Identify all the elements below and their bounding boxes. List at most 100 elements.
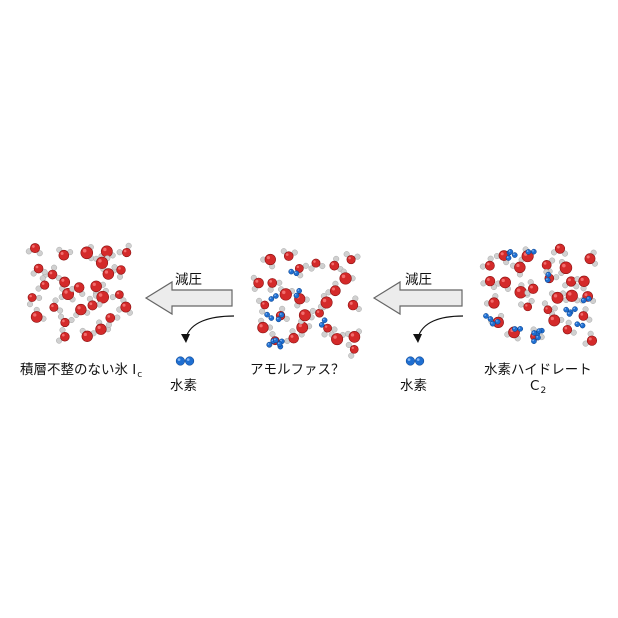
hydrogen-molecule-icon-left xyxy=(175,356,195,366)
hydrogen-molecule xyxy=(293,288,302,299)
water-molecule xyxy=(484,293,500,309)
water-molecule xyxy=(550,243,568,257)
water-molecule xyxy=(105,313,121,328)
water-molecule xyxy=(280,248,298,261)
water-molecule xyxy=(317,293,333,310)
water-molecule xyxy=(98,245,116,260)
water-molecule xyxy=(574,275,590,292)
water-molecule xyxy=(56,327,70,344)
water-molecule xyxy=(55,275,71,292)
hydrate-label-line2: C2 xyxy=(530,378,546,396)
water-molecule xyxy=(298,309,315,325)
pressure-label-right: 減圧 xyxy=(405,272,432,288)
water-molecule xyxy=(80,244,95,262)
water-molecule xyxy=(95,319,111,335)
hydrogen-molecule xyxy=(275,312,285,323)
amorphous-structure xyxy=(250,248,362,359)
water-molecule xyxy=(57,313,75,328)
hydrogen-molecule xyxy=(507,249,518,258)
hydrogen-molecule xyxy=(563,306,573,317)
water-molecule xyxy=(345,341,359,359)
water-molecule xyxy=(267,278,283,293)
decompression-arrow-left xyxy=(144,280,233,316)
hydrogen-molecule xyxy=(525,248,537,255)
hydrogen-molecule xyxy=(175,356,195,366)
hydrogen-release-arrow-left xyxy=(181,315,235,343)
water-molecule xyxy=(284,328,299,344)
water-molecule xyxy=(541,300,558,315)
water-molecule xyxy=(79,327,97,342)
water-molecule xyxy=(495,276,511,292)
water-molecule xyxy=(328,331,346,346)
hydrogen-molecule xyxy=(531,334,541,345)
hydrogen-molecule xyxy=(574,321,586,329)
water-molecule xyxy=(347,295,362,313)
water-molecule xyxy=(111,264,126,280)
hydrogen-molecule xyxy=(531,328,543,336)
water-molecule xyxy=(343,251,361,265)
water-molecule xyxy=(524,279,539,296)
amorphous-label: アモルファス？ xyxy=(250,362,345,378)
hydrogen-release-arrow-right xyxy=(413,315,464,343)
water-molecule xyxy=(582,330,598,347)
water-molecule xyxy=(25,243,43,257)
water-molecule xyxy=(321,323,338,338)
water-molecule xyxy=(480,275,497,291)
water-molecule xyxy=(30,263,48,277)
hydrogen-molecule xyxy=(405,356,425,366)
water-molecule xyxy=(563,289,581,304)
ice-label: 積層不整のない氷 Ic xyxy=(20,358,142,380)
hydrogen-molecule xyxy=(489,318,501,327)
water-molecule xyxy=(256,297,270,315)
hydrogen-molecule xyxy=(318,317,328,328)
hydrogen-label-left: 水素 xyxy=(170,378,197,394)
water-molecule xyxy=(558,258,573,277)
water-molecule xyxy=(93,255,111,269)
hydrogen-molecule xyxy=(268,293,279,302)
water-molecule xyxy=(510,261,526,278)
hydrogen-molecule xyxy=(544,271,552,283)
water-molecule xyxy=(73,303,91,318)
hydrogen-molecule xyxy=(272,337,283,347)
water-molecule xyxy=(58,287,76,303)
water-molecule xyxy=(116,301,133,316)
pressure-label-left: 減圧 xyxy=(175,272,202,288)
hydrate-label-line1: 水素ハイドレート xyxy=(484,362,592,378)
water-molecule xyxy=(345,328,362,343)
water-molecule xyxy=(86,295,103,311)
water-molecule xyxy=(257,317,273,334)
water-molecule xyxy=(562,319,577,336)
water-molecule xyxy=(49,297,64,314)
ice-ic-structure xyxy=(25,242,133,344)
ice-label-main: 積層不整のない氷 I xyxy=(20,362,137,378)
hydrate-label-c: C xyxy=(530,378,540,394)
water-molecule xyxy=(308,258,326,272)
hydrogen-molecule xyxy=(264,311,275,321)
water-molecule xyxy=(100,266,118,280)
water-molecule xyxy=(493,250,510,266)
hydrogen-label-right: 水素 xyxy=(400,378,427,394)
water-molecule xyxy=(294,262,309,279)
water-molecule xyxy=(584,249,598,267)
water-molecule xyxy=(116,242,132,258)
water-molecule xyxy=(109,290,127,304)
water-molecule xyxy=(578,306,593,323)
decompression-arrow-right xyxy=(372,280,463,316)
water-molecule xyxy=(479,255,495,271)
water-molecule xyxy=(30,306,47,323)
water-molecule xyxy=(35,275,50,292)
hydrogen-molecule xyxy=(580,296,592,304)
hydrogen-hydrate-c2-structure xyxy=(479,243,598,347)
water-molecule xyxy=(325,280,341,297)
hydrogen-molecule xyxy=(288,268,300,277)
hydrogen-molecule-icon-right xyxy=(405,356,425,366)
water-molecule xyxy=(518,246,534,263)
water-molecule xyxy=(92,287,109,304)
water-molecule xyxy=(339,268,356,285)
water-molecule xyxy=(56,246,74,261)
hydrate-label-sub: 2 xyxy=(540,386,547,396)
water-molecule xyxy=(278,286,295,301)
water-molecule xyxy=(260,253,276,270)
ice-label-sub: c xyxy=(137,370,143,380)
